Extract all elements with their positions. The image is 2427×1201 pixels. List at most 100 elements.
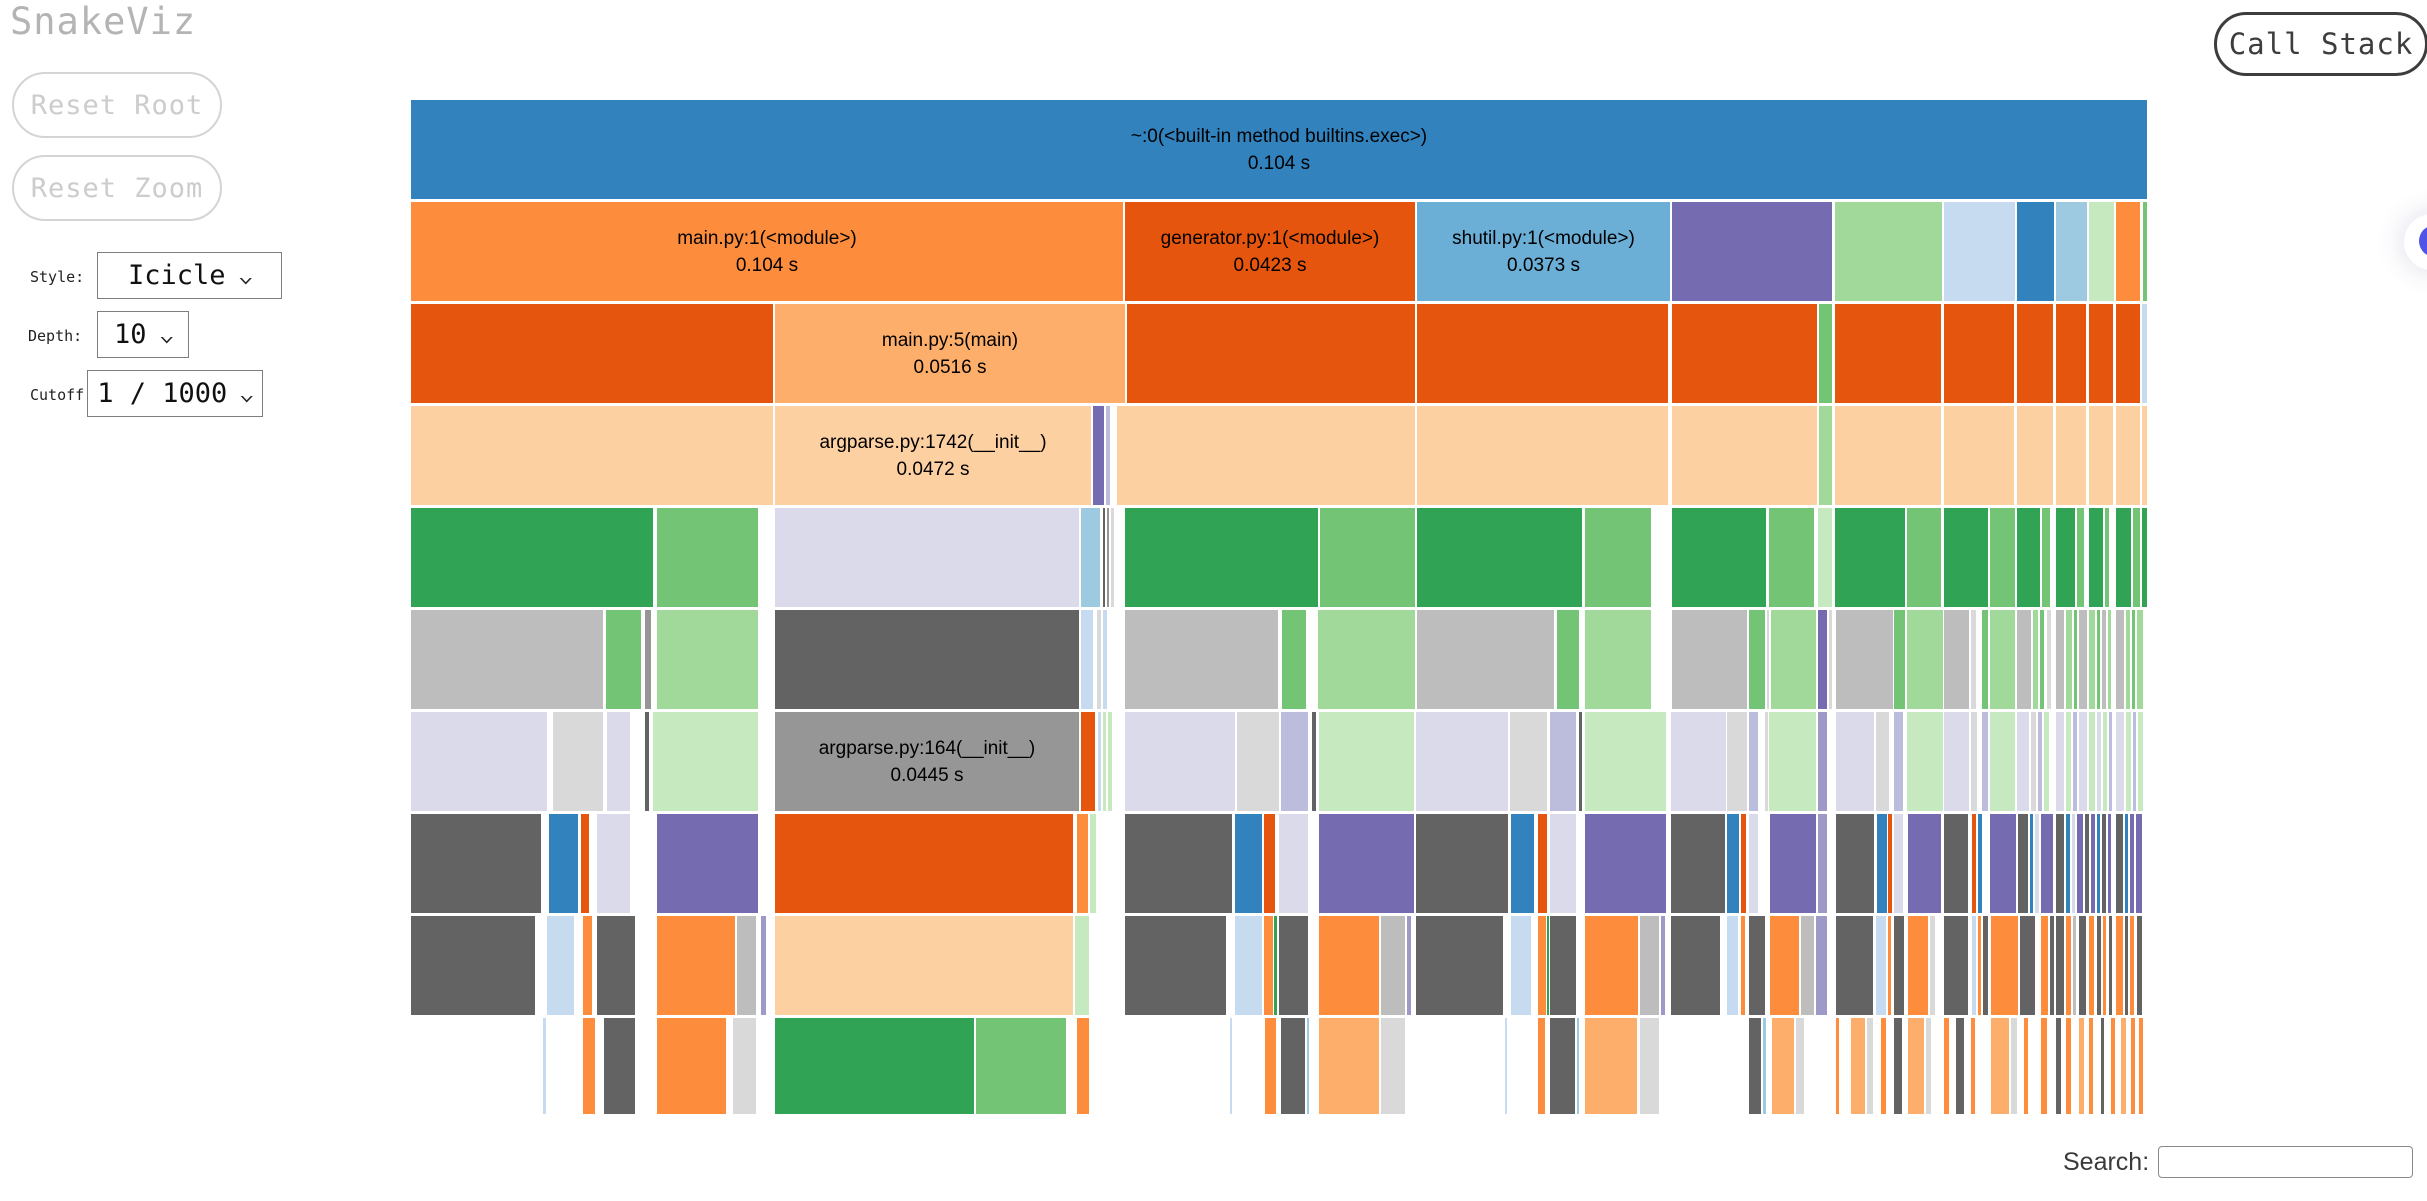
icicle-segment[interactable] <box>2116 712 2124 811</box>
icicle-segment[interactable] <box>411 508 653 607</box>
icicle-segment[interactable] <box>1281 712 1308 811</box>
icicle-segment[interactable] <box>1235 814 1262 913</box>
icicle-segment[interactable] <box>1320 508 1415 607</box>
icicle-segment[interactable] <box>1749 1018 1761 1114</box>
icicle-segment[interactable] <box>1319 1018 1379 1114</box>
icicle-segment[interactable] <box>1097 610 1101 709</box>
icicle-segment[interactable] <box>1671 916 1720 1015</box>
icicle-segment[interactable] <box>1796 1018 1804 1114</box>
icicle-segment[interactable] <box>581 814 589 913</box>
icicle-segment[interactable] <box>2097 712 2101 811</box>
icicle-segment[interactable] <box>775 610 1079 709</box>
icicle-segment[interactable] <box>1093 406 1104 505</box>
icicle-segment[interactable] <box>1511 916 1531 1015</box>
icicle-segment[interactable] <box>1538 814 1547 913</box>
icicle-segment[interactable] <box>2073 916 2076 1015</box>
icicle-segment[interactable] <box>1585 712 1666 811</box>
icicle-segment[interactable] <box>2102 814 2106 913</box>
icicle-segment[interactable] <box>2089 916 2094 1015</box>
icicle-segment[interactable] <box>1930 916 1935 1015</box>
icicle-segment[interactable] <box>2066 814 2070 913</box>
icicle-segment[interactable] <box>1819 406 1832 505</box>
icicle-segment[interactable] <box>1125 610 1278 709</box>
icicle-segment[interactable] <box>2130 916 2134 1015</box>
icicle-segment[interactable] <box>1505 1018 1507 1114</box>
icicle-segment[interactable] <box>2137 916 2142 1015</box>
icicle-segment[interactable] <box>1944 508 1988 607</box>
icicle-segment[interactable] <box>1835 202 1942 301</box>
icicle-segment[interactable] <box>2038 712 2042 811</box>
icicle-segment[interactable] <box>1749 610 1765 709</box>
depth-select[interactable]: 10 ⌄ <box>97 311 189 358</box>
icicle-segment[interactable] <box>1767 610 1769 709</box>
icicle-segment[interactable] <box>1417 406 1668 505</box>
icicle-segment[interactable] <box>1836 610 1893 709</box>
icicle-segment[interactable]: generator.py:1(<module>)0.0423 s <box>1125 202 1415 301</box>
icicle-segment[interactable] <box>2017 508 2040 607</box>
icicle-segment[interactable] <box>2066 712 2071 811</box>
icicle-segment[interactable] <box>553 712 603 811</box>
icicle-segment[interactable] <box>2089 304 2113 403</box>
icicle-segment[interactable] <box>1407 916 1411 1015</box>
icicle-segment[interactable] <box>653 712 758 811</box>
icicle-segment[interactable] <box>1585 508 1651 607</box>
search-input[interactable] <box>2158 1146 2413 1178</box>
cutoff-select[interactable]: 1 / 1000 ⌄ <box>87 370 263 417</box>
reset-root-button[interactable]: Reset Root <box>12 72 222 138</box>
icicle-segment[interactable] <box>2056 712 2064 811</box>
icicle-segment[interactable] <box>1749 814 1758 913</box>
icicle-segment[interactable] <box>2044 712 2049 811</box>
icicle-segment[interactable] <box>2066 916 2071 1015</box>
icicle-segment[interactable] <box>2116 610 2124 709</box>
icicle-segment[interactable] <box>1727 814 1739 913</box>
icicle-segment[interactable] <box>2102 610 2106 709</box>
icicle-segment[interactable] <box>761 916 766 1015</box>
icicle-segment[interactable] <box>1117 406 1415 505</box>
icicle-segment[interactable] <box>2056 1018 2061 1114</box>
icicle-segment[interactable]: shutil.py:1(<module>)0.0373 s <box>1417 202 1670 301</box>
icicle-segment[interactable] <box>2097 916 2101 1015</box>
icicle-segment[interactable] <box>2041 1018 2047 1114</box>
icicle-segment[interactable] <box>1971 610 1976 709</box>
icicle-segment[interactable] <box>1978 814 1982 913</box>
icicle-segment[interactable] <box>1908 916 1928 1015</box>
icicle-segment[interactable] <box>2109 712 2112 811</box>
icicle-segment[interactable] <box>1416 712 1508 811</box>
icicle-segment[interactable] <box>2103 712 2107 811</box>
icicle-segment[interactable] <box>2017 610 2031 709</box>
icicle-segment[interactable] <box>976 1018 1066 1114</box>
reset-zoom-button[interactable]: Reset Zoom <box>12 155 222 221</box>
icicle-segment[interactable] <box>543 1018 546 1114</box>
icicle-segment[interactable] <box>1801 916 1814 1015</box>
icicle-segment[interactable] <box>657 916 735 1015</box>
icicle-segment[interactable] <box>1876 916 1886 1015</box>
icicle-segment[interactable] <box>1417 508 1582 607</box>
icicle-segment[interactable] <box>1274 916 1277 1015</box>
icicle-segment[interactable] <box>606 610 641 709</box>
icicle-segment[interactable] <box>2142 508 2147 607</box>
icicle-segment[interactable] <box>1990 814 2016 913</box>
icicle-segment[interactable] <box>1881 1018 1886 1114</box>
icicle-segment[interactable] <box>1971 712 1977 811</box>
icicle-segment[interactable] <box>2138 712 2143 811</box>
icicle-segment[interactable] <box>775 916 1073 1015</box>
icicle-segment[interactable] <box>2041 814 2053 913</box>
icicle-segment[interactable]: argparse.py:164(__init__)0.0445 s <box>775 712 1079 811</box>
icicle-segment[interactable] <box>1971 1018 1975 1114</box>
icicle-segment[interactable] <box>2056 814 2064 913</box>
icicle-segment[interactable] <box>1319 712 1414 811</box>
icicle-segment[interactable] <box>1991 1018 2009 1114</box>
icicle-segment[interactable] <box>2108 814 2111 913</box>
call-stack-button[interactable]: Call Stack <box>2214 12 2427 76</box>
icicle-segment[interactable] <box>411 916 535 1015</box>
icicle-segment[interactable] <box>1111 508 1114 607</box>
icicle-segment[interactable] <box>1835 406 1941 505</box>
icicle-segment[interactable] <box>1851 1018 1865 1114</box>
icicle-segment[interactable] <box>2056 916 2064 1015</box>
icicle-segment[interactable] <box>1772 1018 1794 1114</box>
icicle-segment[interactable] <box>411 814 541 913</box>
icicle-segment[interactable] <box>1944 916 1968 1015</box>
icicle-segment[interactable] <box>2143 202 2147 301</box>
icicle-segment[interactable] <box>2142 304 2147 403</box>
icicle-segment[interactable]: main.py:1(<module>)0.104 s <box>411 202 1123 301</box>
